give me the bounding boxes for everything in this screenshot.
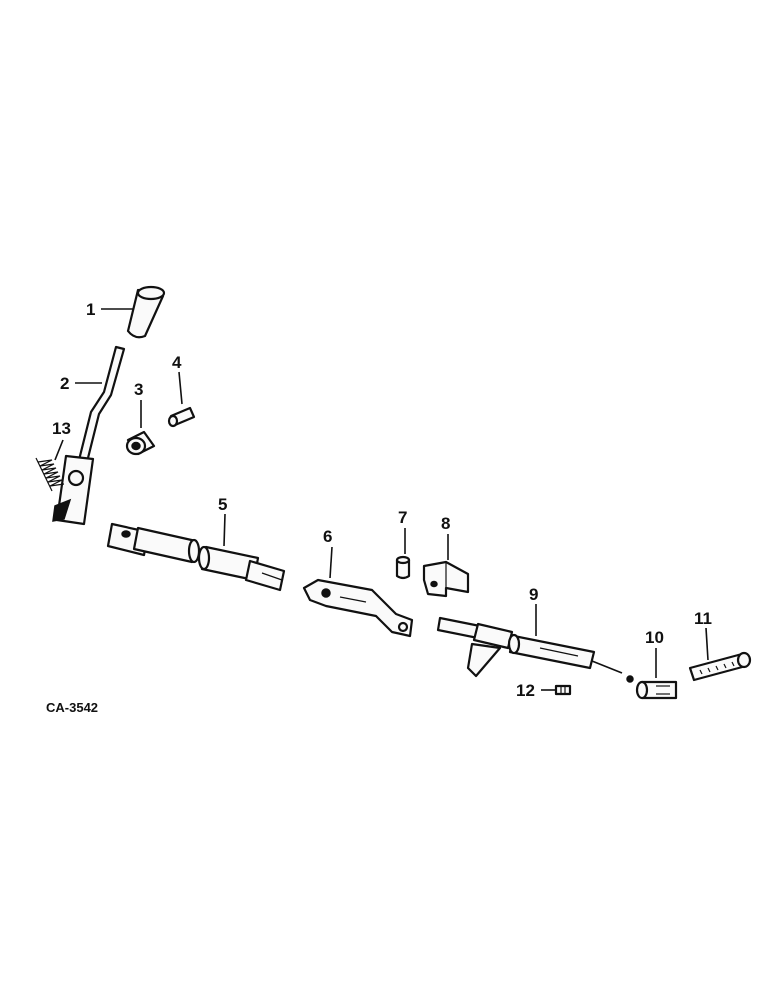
part-bracket <box>422 560 470 598</box>
leader-4 <box>178 371 183 405</box>
callout-12: 12 <box>516 681 535 700</box>
figure-code: CA-3542 <box>46 700 98 715</box>
leader-5 <box>223 513 226 547</box>
part-threaded-end <box>688 651 752 682</box>
leader-11 <box>705 627 709 661</box>
callout-7: 7 <box>398 508 407 527</box>
callout-9: 9 <box>529 585 538 604</box>
leader-13 <box>54 439 64 461</box>
callout-4: 4 <box>172 353 182 372</box>
leader-6 <box>329 546 333 579</box>
callout-2: 2 <box>60 374 69 393</box>
part-spacer <box>395 555 411 580</box>
part-shift-rod <box>436 616 623 678</box>
part-clevis <box>626 675 678 700</box>
callout-13: 13 <box>52 419 71 438</box>
part-spring <box>35 457 65 492</box>
callout-10: 10 <box>645 628 664 647</box>
callout-6: 6 <box>323 527 332 546</box>
part-lever <box>52 345 126 526</box>
part-knob <box>126 285 166 339</box>
callout-3: 3 <box>134 380 143 399</box>
part-bellcrank <box>302 578 414 638</box>
callout-1: 1 <box>86 300 95 319</box>
part-rod <box>106 522 286 592</box>
part-bushing <box>125 430 156 456</box>
part-pin <box>167 406 196 428</box>
callout-5: 5 <box>218 495 227 514</box>
callout-11: 11 <box>694 609 712 628</box>
callout-8: 8 <box>441 514 450 533</box>
part-bolt <box>541 684 572 696</box>
